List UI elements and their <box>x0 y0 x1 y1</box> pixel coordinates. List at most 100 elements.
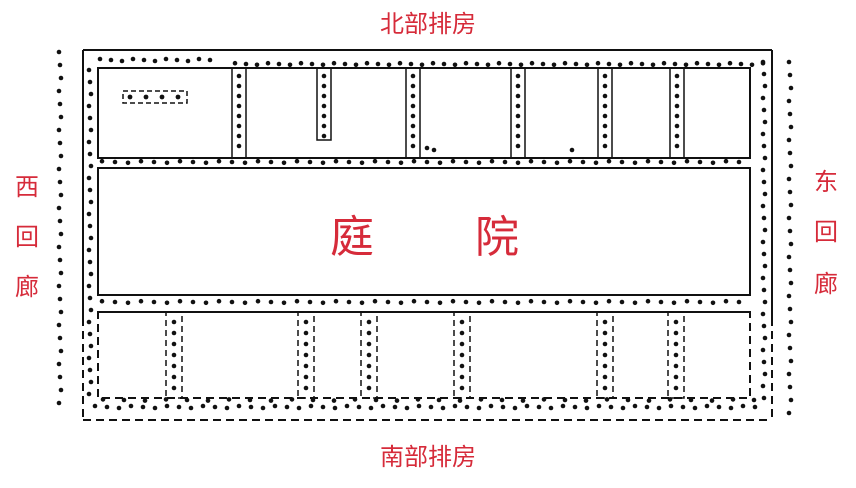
post-hole-dot <box>716 62 722 68</box>
post-hole-dot <box>86 283 92 289</box>
post-hole-dot <box>86 175 92 181</box>
post-hole-dot <box>177 298 183 304</box>
post-hole-dot <box>87 151 93 157</box>
north-row-rooms <box>97 67 751 159</box>
post-hole-dot <box>303 319 309 325</box>
post-hole-dot <box>56 244 62 250</box>
east-corridor-label: 东 回 廊 <box>814 168 838 298</box>
post-hole-dot <box>515 73 521 79</box>
post-hole-dot <box>673 319 679 325</box>
post-hole-dot <box>684 298 690 304</box>
post-hole-dot <box>254 62 260 68</box>
post-hole-dot <box>683 62 689 68</box>
post-hole-dot <box>411 158 417 164</box>
post-hole-dot <box>346 299 352 305</box>
svg-text:廊: 廊 <box>15 273 39 301</box>
post-hole-dot <box>125 300 131 306</box>
post-hole-dot <box>57 257 63 263</box>
post-holes <box>56 49 794 416</box>
post-hole-dot <box>216 158 222 164</box>
post-hole-dot <box>372 158 378 164</box>
post-hole-dot <box>141 57 147 63</box>
post-hole-dot <box>476 300 482 306</box>
post-hole-dot <box>593 300 599 306</box>
post-hole-dot <box>606 158 612 164</box>
post-hole-dot <box>459 341 465 347</box>
post-hole-dot <box>761 107 767 113</box>
post-hole-dot <box>541 299 547 305</box>
post-hole-dot <box>602 93 608 99</box>
post-hole-dot <box>104 404 110 410</box>
post-hole-dot <box>562 60 568 66</box>
post-hole-dot <box>151 159 157 165</box>
post-hole-dot <box>294 298 300 304</box>
post-hole-dot <box>247 397 253 403</box>
post-hole-dot <box>760 383 766 389</box>
post-hole-dot <box>674 113 680 119</box>
post-hole-dot <box>56 205 62 211</box>
post-hole-dot <box>57 62 63 68</box>
post-hole-dot <box>272 403 278 409</box>
post-hole-dot <box>668 403 674 409</box>
south-partitions <box>165 311 685 399</box>
courtyard-area <box>97 167 751 296</box>
post-hole-dot <box>786 59 792 65</box>
post-hole-dot <box>142 398 148 403</box>
post-hole-dot <box>171 374 177 380</box>
post-hole-dot <box>518 62 524 68</box>
post-hole-dot <box>56 283 62 289</box>
post-hole-dot <box>632 300 638 306</box>
post-hole-dot <box>760 311 766 317</box>
post-hole-dot <box>87 367 93 373</box>
post-hole-dot <box>200 403 206 409</box>
post-hole-dot <box>658 159 664 165</box>
post-hole-dot <box>88 343 94 349</box>
post-hole-dot <box>787 150 793 156</box>
post-hole-dot <box>268 159 274 165</box>
post-hole-dot <box>203 160 209 166</box>
post-hole-dot <box>485 62 491 68</box>
post-hole-dot <box>608 404 614 410</box>
post-hole-dot <box>216 298 222 304</box>
svg-text:廊: 廊 <box>814 270 838 298</box>
post-hole-dot <box>762 155 768 161</box>
post-hole-dot <box>760 275 766 281</box>
post-hole-dot <box>761 323 767 329</box>
post-hole-dot <box>617 62 623 68</box>
post-hole-dot <box>751 397 757 403</box>
post-hole-dot <box>174 57 180 63</box>
post-hole-dot <box>786 293 792 299</box>
post-hole-dot <box>163 397 169 402</box>
post-hole-dot <box>650 62 656 68</box>
post-hole-dot <box>762 371 768 377</box>
post-hole-dot <box>87 187 93 193</box>
post-hole-dot <box>688 397 694 403</box>
post-hole-dot <box>752 404 758 410</box>
post-hole-dot <box>488 403 494 409</box>
post-hole-dot <box>788 319 794 325</box>
post-hole-dot <box>320 160 326 166</box>
post-hole-dot <box>332 405 338 411</box>
post-hole-dot <box>452 403 458 409</box>
post-hole-dot <box>212 404 218 410</box>
post-hole-dot <box>674 73 680 79</box>
post-hole-dot <box>646 398 652 403</box>
post-hole-dot <box>276 61 282 67</box>
post-hole-dot <box>788 280 794 286</box>
post-hole-dot <box>738 61 744 67</box>
post-hole-dot <box>320 300 326 306</box>
post-hole-dot <box>500 404 506 410</box>
post-hole-dot <box>171 319 177 325</box>
post-hole-dot <box>309 61 315 67</box>
post-hole-dot <box>788 85 794 91</box>
post-hole-dot <box>786 332 792 338</box>
post-hole-dot <box>346 159 352 165</box>
post-hole-dot <box>58 348 64 354</box>
post-hole-dot <box>761 287 767 293</box>
post-hole-dot <box>408 61 414 67</box>
post-hole-dot <box>569 147 575 153</box>
post-hole-dot <box>410 113 416 119</box>
post-hole-dot <box>207 57 213 63</box>
post-hole-dot <box>112 299 118 305</box>
